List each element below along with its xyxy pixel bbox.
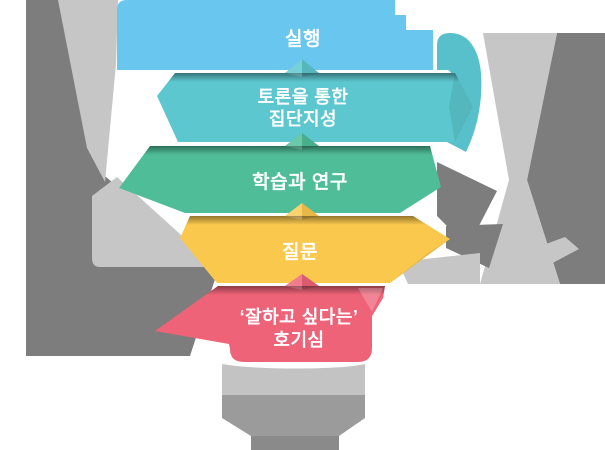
chevron-highlight — [285, 274, 302, 290]
background-shape-right-dark-piece — [446, 224, 503, 268]
funnel-level-curiosity: ‘잘하고 싶다는’ 호기심 — [155, 274, 385, 362]
fold-shadow — [119, 146, 441, 155]
funnel-level-shape — [117, 0, 433, 70]
reflection-step — [251, 436, 339, 450]
reflection-step — [222, 364, 365, 395]
background-shape-left-light-wedge — [58, 0, 118, 182]
funnel-level-execution: 실행 — [117, 0, 433, 70]
funnel-level-collective-intelligence: 토론을 통한 집단지성 — [157, 59, 473, 142]
funnel-level-learning-research: 학습과 연구 — [119, 133, 441, 213]
background-arrows — [26, 0, 605, 356]
reflection-step — [222, 395, 365, 436]
funnel-level-label: 집단지성 — [269, 109, 337, 129]
funnel-level-label: 질문 — [282, 241, 318, 263]
funnel-level-label: 학습과 연구 — [252, 171, 348, 193]
chevron-shade — [302, 59, 319, 77]
fold-shadow — [180, 216, 450, 225]
background-shape-right-light-diagonal — [497, 237, 579, 284]
funnel-level-label: ‘잘하고 싶다는’ — [240, 307, 359, 327]
chevron-highlight — [285, 59, 302, 77]
background-shape-right-dark — [527, 33, 605, 284]
background-shape-right-dark-wedge — [437, 162, 497, 247]
chevron-shade — [302, 133, 319, 150]
funnel-level-label: 실행 — [285, 28, 321, 50]
fold-shadow — [155, 286, 385, 295]
funnel-reflection — [222, 364, 365, 450]
chevron-highlight — [285, 203, 302, 220]
wing-fold — [358, 288, 383, 312]
fold-shadow — [157, 73, 473, 82]
funnel-level-label: 호기심 — [273, 330, 324, 350]
wing-fold — [390, 239, 450, 283]
funnel-level-question: 질문 — [180, 203, 450, 283]
chevron-shade — [302, 203, 319, 220]
chevron-highlight — [285, 133, 302, 150]
chevron-shade — [302, 274, 319, 290]
funnel-level-label: 토론을 통한 — [258, 87, 349, 107]
background-shape-right-light-column — [480, 33, 560, 284]
wing-fold — [449, 73, 473, 142]
